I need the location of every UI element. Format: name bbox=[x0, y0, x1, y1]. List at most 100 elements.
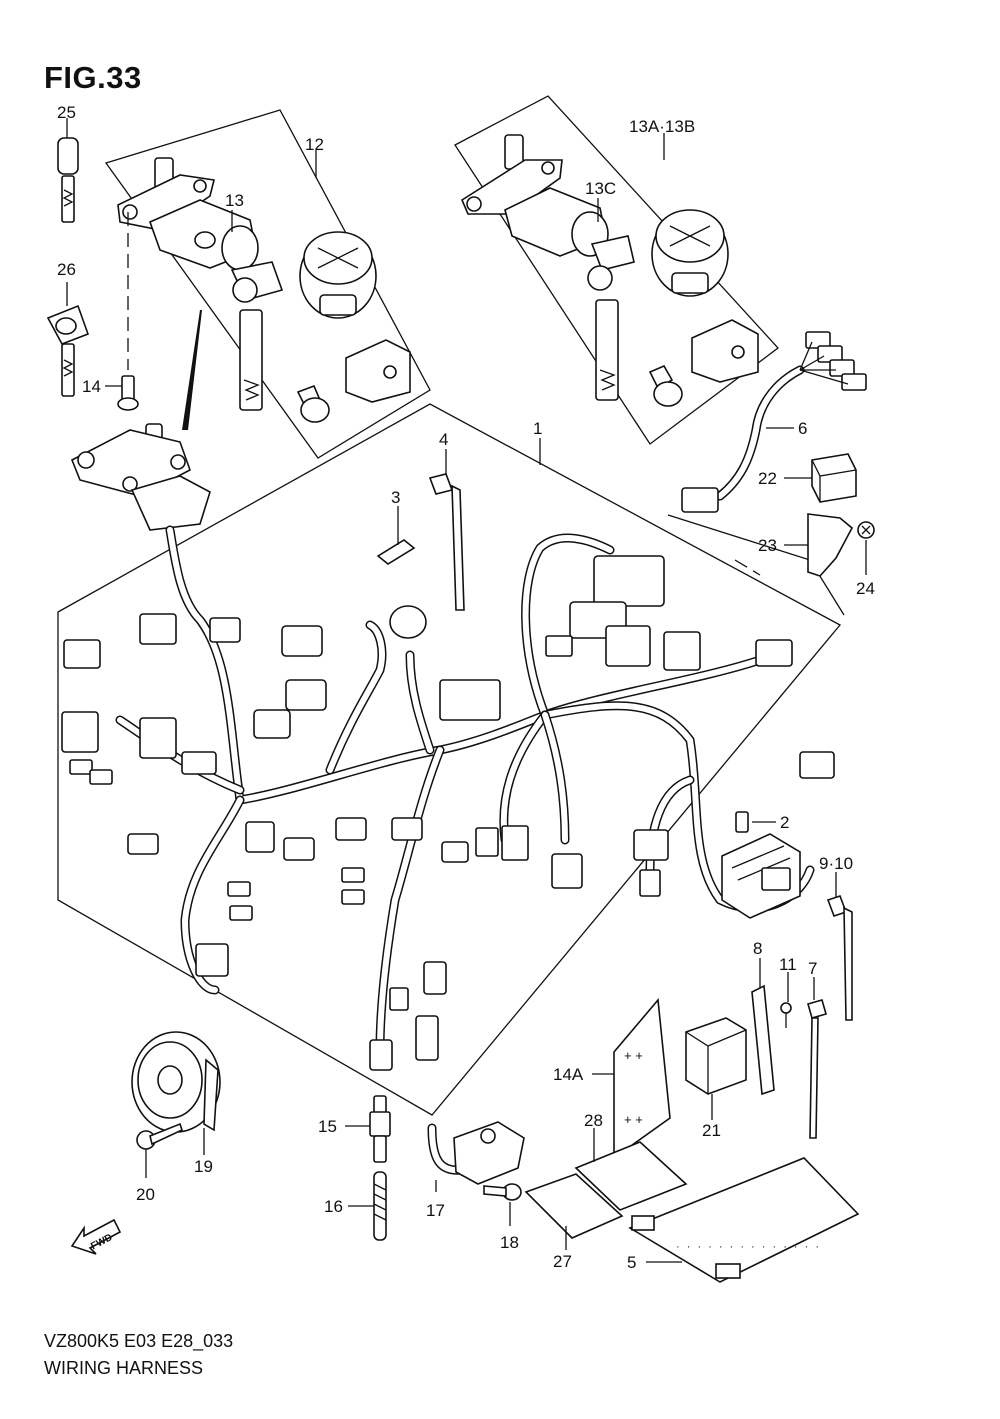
connector-icon bbox=[423, 961, 447, 995]
horn-bolt-icon bbox=[136, 1122, 183, 1150]
connector-icon bbox=[551, 853, 583, 889]
figure-code: VZ800K5 E03 E28_033 bbox=[44, 1331, 234, 1351]
ignition-set-b-box-outline bbox=[454, 95, 779, 445]
callout-20: 20 bbox=[136, 1185, 155, 1204]
connector-icon bbox=[127, 833, 159, 855]
connector-icon bbox=[341, 867, 365, 883]
seat-lock-b-icon bbox=[691, 319, 759, 383]
connector-icon bbox=[663, 631, 701, 671]
fuel-cap-lock-b-icon bbox=[651, 209, 729, 297]
connector-icon bbox=[441, 841, 469, 863]
callout-2: 2 bbox=[780, 813, 789, 832]
connector-icon bbox=[63, 639, 101, 669]
connector-icon bbox=[389, 987, 409, 1011]
connector-icon bbox=[415, 1015, 439, 1061]
side-stand-switch-icon bbox=[427, 1121, 525, 1185]
callout-28: 28 bbox=[584, 1111, 603, 1130]
connector-icon bbox=[439, 679, 501, 721]
connector-icon bbox=[391, 817, 423, 841]
callout-13a-13b: 13A·13B bbox=[629, 117, 695, 136]
connector-icon bbox=[283, 837, 315, 861]
callout-1: 1 bbox=[533, 419, 542, 438]
connector-icon bbox=[227, 881, 251, 897]
screw-icon bbox=[857, 521, 875, 539]
ignition-switch-lower-icon bbox=[70, 423, 211, 531]
callout-11: 11 bbox=[779, 955, 797, 974]
callout-12: 12 bbox=[305, 135, 324, 154]
sensor-switch-icon bbox=[369, 1095, 391, 1163]
connector-icon bbox=[61, 711, 99, 753]
connector-icon bbox=[181, 751, 217, 775]
callout-4: 4 bbox=[439, 430, 448, 449]
ignition-switch-b-icon bbox=[460, 134, 609, 257]
connector-icon bbox=[501, 825, 529, 861]
callout-24: 24 bbox=[856, 579, 875, 598]
cable-tie-icon bbox=[428, 473, 465, 611]
svg-text:· · · · · · · · · · · · · ·: · · · · · · · · · · · · · · bbox=[676, 1241, 821, 1253]
svg-text:+ +: + + bbox=[624, 1048, 643, 1063]
callout-19: 19 bbox=[194, 1157, 213, 1176]
ecu-connector-icon bbox=[593, 555, 665, 607]
connector-icon bbox=[229, 905, 253, 921]
bolt-icon bbox=[117, 375, 139, 411]
small-screw-icon bbox=[780, 1002, 792, 1028]
label-28-icon bbox=[574, 1141, 688, 1211]
connector-icon bbox=[281, 625, 323, 657]
svg-text:+ +: + + bbox=[624, 1112, 643, 1127]
spring-icon bbox=[373, 1171, 387, 1241]
relay-icon bbox=[811, 453, 857, 503]
callout-17: 17 bbox=[426, 1201, 445, 1220]
callout-16: 16 bbox=[324, 1197, 343, 1216]
ignition-switch-set-group: 12 13 bbox=[104, 109, 431, 459]
ignition-switch-set-b-group: 13A·13B 13C bbox=[454, 95, 779, 445]
callout-23: 23 bbox=[758, 536, 777, 555]
fuse-box-cover-plate-icon: + + + + bbox=[613, 998, 671, 1160]
horn-icon bbox=[131, 1031, 221, 1133]
label-27-icon bbox=[524, 1173, 624, 1239]
connector-icon bbox=[69, 759, 93, 775]
round-connector-icon bbox=[389, 605, 427, 639]
mounting-strap-icon bbox=[751, 984, 775, 1096]
callout-14a: 14A bbox=[553, 1065, 584, 1084]
callout-26: 26 bbox=[57, 260, 76, 279]
connector-icon bbox=[253, 709, 291, 739]
callout-14: 14 bbox=[82, 377, 101, 396]
assembly-arrow-icon bbox=[182, 310, 202, 430]
callout-7: 7 bbox=[808, 959, 817, 978]
fuse-box-icon bbox=[721, 833, 801, 919]
connector-icon bbox=[639, 869, 661, 897]
relay-bracket-icon bbox=[807, 513, 854, 577]
sub-harness-wire bbox=[681, 331, 867, 513]
connector-icon bbox=[285, 679, 327, 711]
callout-13: 13 bbox=[225, 191, 244, 210]
harness-clip-icon bbox=[376, 539, 416, 565]
seat-lock-icon bbox=[345, 339, 411, 403]
connector-icon bbox=[195, 943, 229, 977]
connector-icon bbox=[545, 635, 573, 657]
harness-connectors bbox=[61, 555, 835, 1071]
key-blank-icon bbox=[57, 137, 79, 223]
key-icon bbox=[230, 261, 284, 411]
connector-icon bbox=[475, 827, 499, 857]
relay-21-icon bbox=[685, 1017, 747, 1095]
connector-icon bbox=[139, 717, 177, 759]
connector-icon bbox=[341, 889, 365, 905]
callout-22: 22 bbox=[758, 469, 777, 488]
callout-8: 8 bbox=[753, 939, 762, 958]
fuel-cap-lock-icon bbox=[299, 231, 377, 319]
callout-3: 3 bbox=[391, 488, 400, 507]
connector-icon bbox=[799, 751, 835, 779]
key-b-icon bbox=[587, 235, 635, 401]
helmet-lock-cylinder-icon bbox=[296, 384, 330, 423]
callout-15: 15 bbox=[318, 1117, 337, 1136]
switch-bolt-icon bbox=[483, 1183, 522, 1201]
key-with-transponder-icon bbox=[46, 304, 90, 397]
connector-icon bbox=[633, 829, 669, 861]
connector-icon bbox=[139, 613, 177, 645]
forward-direction-arrow-icon: FWD bbox=[70, 1218, 122, 1255]
callout-18: 18 bbox=[500, 1233, 519, 1252]
callout-25: 25 bbox=[57, 103, 76, 122]
callout-27: 27 bbox=[553, 1252, 572, 1271]
connector-icon bbox=[605, 625, 651, 667]
